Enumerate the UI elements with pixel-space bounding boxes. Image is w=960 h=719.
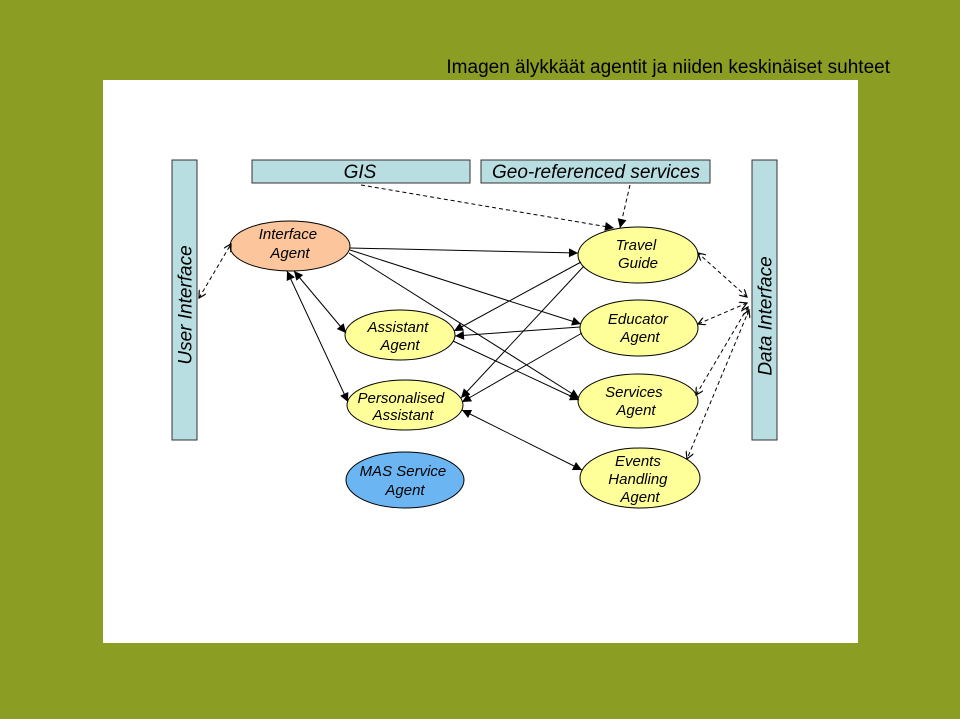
data-interface-box: Data Interface (751, 159, 778, 441)
services-agent-ellipse (577, 373, 699, 429)
events-handling-agent-ellipse (579, 447, 701, 509)
node-educator-agent: Educator Agent (579, 299, 699, 357)
events-handling-agent-label-line: Agent (619, 489, 660, 506)
mas-service-agent-label: MAS Service Agent (360, 463, 451, 499)
node-interface-agent: Interface Agent (229, 220, 351, 272)
travel-guide-label-line: Travel (616, 237, 657, 254)
educator-agent-ellipse (579, 299, 699, 357)
services-agent-label-line: Agent (615, 402, 656, 419)
data-interface-label: Data Interface (756, 256, 777, 375)
travel-guide-label: Travel Guide (616, 237, 661, 272)
events-handling-agent-label-line: Events (615, 453, 661, 470)
travel-guide-label-line: Guide (618, 255, 658, 272)
personalised-assistant-label-line: Assistant (372, 407, 435, 424)
geo-referenced-services-label: Geo-referenced services (492, 162, 701, 183)
educator-agent-label: Educator Agent (608, 311, 672, 346)
mas-service-agent-label-line: MAS Service (360, 463, 447, 480)
user-interface-box: User Interface (171, 159, 198, 441)
link-educator-agent-assistant-agent (454, 326, 581, 340)
link-travel-guide-personalised-assistant (460, 265, 585, 399)
link-data-interface-travel-guide (698, 253, 747, 297)
node-travel-guide: Travel Guide (577, 226, 699, 284)
link-interface-agent-travel-guide (349, 247, 579, 258)
slide-title: Imagen älykkäät agentit ja niiden keskin… (446, 57, 890, 78)
geo-referenced-services-box: Geo-referenced services (480, 159, 711, 184)
link-personalised-assistant-events-handling-agent (461, 409, 583, 471)
interface-agent-label-line: Interface (259, 226, 317, 243)
node-personalised-assistant: Personalised Assistant (346, 379, 464, 431)
mas-service-agent-ellipse (345, 451, 465, 509)
link-user-interface-interface-agent (199, 244, 231, 298)
geo-referenced-services-rect (480, 159, 711, 184)
events-handling-agent-label-line: Handling (608, 471, 668, 488)
link-educator-agent-personalised-assistant (461, 332, 583, 403)
educator-agent-label-line: Educator (608, 311, 669, 328)
link-geo-referenced-services-travel-guide (617, 184, 631, 229)
node-mas-service-agent: MAS Service Agent (345, 451, 465, 509)
events-handling-agent-label: Events Handling Agent (608, 453, 671, 506)
assistant-agent-label-line: Assistant (366, 319, 429, 336)
data-interface-rect (751, 159, 778, 441)
links (199, 184, 749, 471)
personalised-assistant-ellipse (346, 379, 464, 431)
services-agent-label-line: Services (605, 384, 663, 401)
mas-service-agent-label-line: Agent (384, 482, 425, 499)
interface-agent-label: Interface Agent (259, 226, 322, 262)
link-gis-travel-guide (360, 184, 615, 231)
user-interface-rect (171, 159, 198, 441)
link-assistant-agent-services-agent (452, 340, 580, 401)
assistant-agent-label-line: Agent (379, 337, 420, 354)
link-interface-agent-personalised-assistant (286, 270, 349, 403)
link-data-interface-events-handling-agent (687, 310, 749, 459)
personalised-assistant-label-line: Personalised (358, 390, 445, 407)
node-events-handling-agent: Events Handling Agent (579, 447, 701, 509)
link-travel-guide-assistant-agent (453, 261, 582, 332)
gis-box-rect (251, 159, 471, 184)
assistant-agent-label: Assistant Agent (366, 319, 432, 354)
node-assistant-agent: Assistant Agent (344, 309, 456, 361)
gis-box: GIS (251, 159, 471, 184)
user-interface-label: User Interface (176, 245, 197, 364)
interface-agent-label-line: Agent (269, 245, 310, 262)
link-interface-agent-educator-agent (349, 249, 582, 326)
educator-agent-label-line: Agent (619, 329, 660, 346)
services-agent-label: Services Agent (605, 384, 667, 419)
node-services-agent: Services Agent (577, 373, 699, 429)
personalised-assistant-label: Personalised Assistant (358, 390, 449, 424)
gis-label: GIS (344, 162, 377, 183)
